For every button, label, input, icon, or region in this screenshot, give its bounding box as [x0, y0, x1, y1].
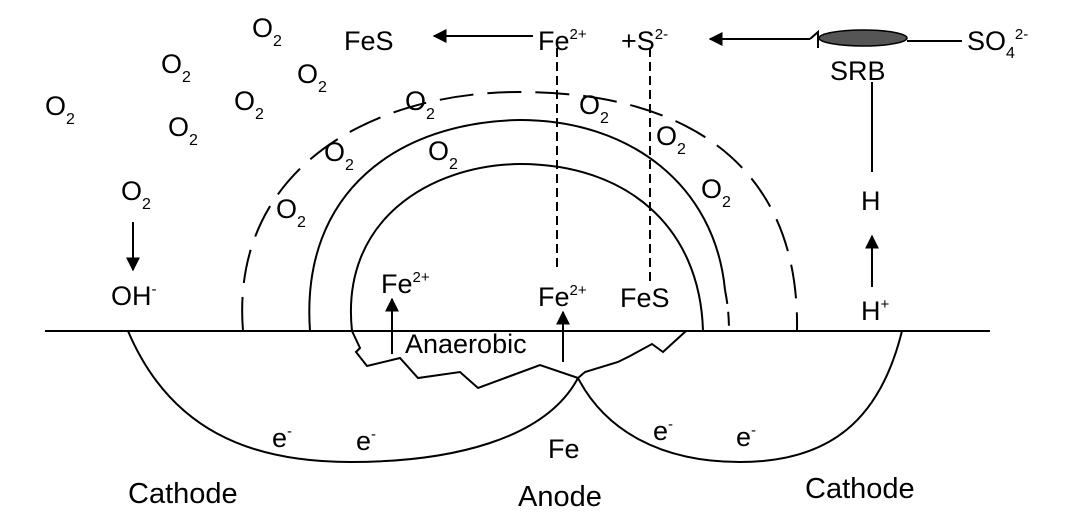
- o2-molecule: O2: [121, 176, 151, 213]
- fes-pit-label: FeS: [620, 283, 670, 313]
- cathode-left-label: Cathode: [128, 478, 238, 510]
- o2-molecule: O2: [405, 86, 435, 123]
- fe-metal-label: Fe: [548, 434, 580, 464]
- s2-top-label: +S2-: [621, 26, 668, 56]
- cathode-right-label: Cathode: [805, 473, 915, 505]
- o2-molecule: O2: [161, 49, 191, 86]
- fe2-pit-center-label: Fe2+: [538, 282, 587, 312]
- connector-srb-to-arrow: [809, 29, 819, 48]
- electron-label: e-: [356, 426, 376, 456]
- so4-label: SO42-: [967, 26, 1028, 62]
- hydroxide-label: OH-: [111, 281, 157, 311]
- anaerobic-label: Anaerobic: [405, 329, 527, 359]
- srb-bacterium-icon: [818, 29, 908, 47]
- pit-labels: Fe2+ Fe2+ FeS Anaerobic: [381, 269, 670, 359]
- electron-label: e-: [736, 422, 756, 452]
- cathode-right-bowl: [577, 330, 903, 464]
- o2-molecule: O2: [701, 174, 731, 211]
- electrons: e- e- e- e-: [272, 416, 756, 456]
- fe2-pit-left-label: Fe2+: [381, 269, 430, 299]
- oxygen-molecules: O2 O2 O2 O2 O2 O2 O2 O2 O2 O2 O2 O2 O2 O…: [45, 13, 731, 231]
- region-labels: Fe Anode Cathode Cathode: [128, 434, 915, 513]
- arrows: [126, 29, 962, 362]
- fe2-top-label: Fe2+: [538, 26, 587, 56]
- electron-label: e-: [653, 416, 673, 446]
- o2-molecule: O2: [234, 86, 264, 123]
- pit-jagged-surface: [351, 330, 687, 390]
- top-reaction-labels: FeS Fe2+ +S2- SRB SO42-: [344, 26, 1028, 86]
- o2-molecule: O2: [252, 13, 282, 50]
- structure: [45, 48, 990, 464]
- o2-molecule: O2: [656, 121, 686, 158]
- inner-dome-dashed-end: [724, 289, 730, 332]
- inner-solid-dome: [308, 118, 726, 332]
- o2-molecule: O2: [428, 136, 458, 173]
- hydrogen-atom-label: H: [861, 186, 881, 216]
- o2-molecule: O2: [297, 59, 327, 96]
- o2-molecule: O2: [45, 91, 75, 128]
- o2-molecule: O2: [168, 112, 198, 149]
- anaerobic-inner-dome: [349, 162, 704, 332]
- hydrogen-ion-label: H+: [861, 296, 890, 326]
- o2-molecule: O2: [276, 194, 306, 231]
- electron-label: e-: [272, 423, 292, 453]
- srb-label: SRB: [830, 56, 886, 86]
- outer-dashed-dome: [241, 90, 799, 332]
- anode-label: Anode: [518, 481, 602, 513]
- fes-top-label: FeS: [344, 26, 394, 56]
- o2-molecule: O2: [579, 90, 609, 127]
- cathode-left-bowl: [127, 330, 579, 464]
- o2-molecule: O2: [324, 137, 354, 174]
